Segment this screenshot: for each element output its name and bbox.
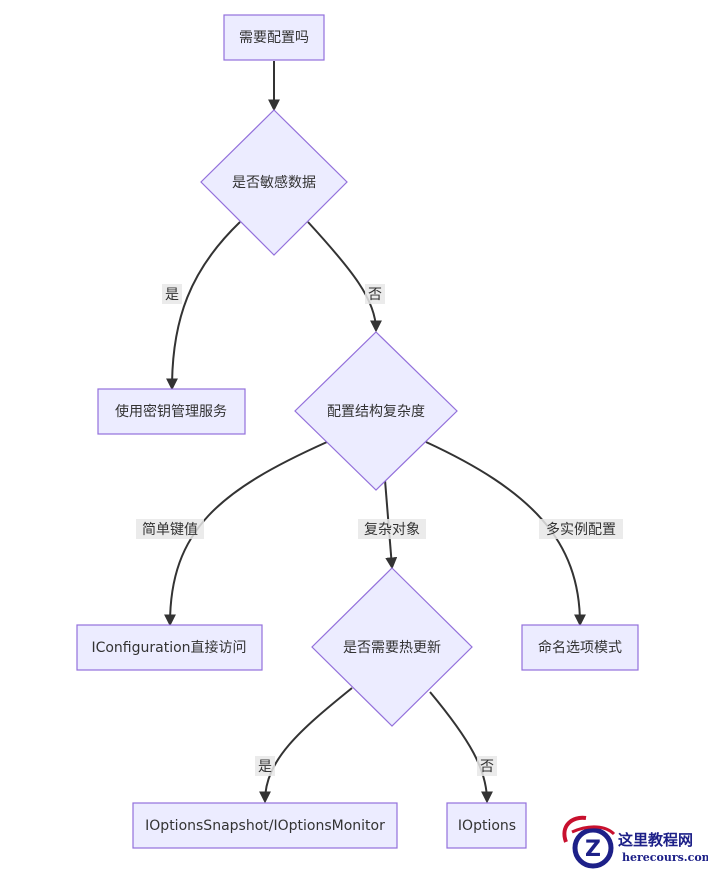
edge-label-text: 是 — [258, 759, 272, 775]
edge-label-text: 是 — [165, 287, 179, 303]
edge-hot-no — [429, 691, 493, 804]
edge-label-multi-instance: 多实例配置 — [539, 519, 623, 539]
edge-label-simple-kv: 简单键值 — [136, 519, 204, 539]
watermark-site-name: 这里教程网 — [618, 831, 693, 849]
edge-label-complex-object: 复杂对象 — [358, 519, 426, 539]
node-named-options: 命名选项模式 — [521, 624, 639, 671]
node-label: 是否敏感数据 — [232, 174, 316, 191]
edge-sensitive-yes — [166, 221, 241, 391]
edge-label-sensitive-yes: 是 — [162, 284, 182, 304]
node-label: IOptionsSnapshot/IOptionsMonitor — [145, 818, 385, 834]
node-label: 是否需要热更新 — [343, 640, 441, 656]
edge-label-sensitive-no: 否 — [365, 284, 385, 304]
node-label: 需要配置吗 — [239, 30, 309, 46]
edge-label-text: 复杂对象 — [364, 521, 420, 538]
edge-label-text: 否 — [480, 759, 494, 775]
node-ioptions: IOptions — [446, 802, 527, 849]
edge-sensitive-no — [307, 221, 382, 333]
node-ioptions-snapshot-monitor: IOptionsSnapshot/IOptionsMonitor — [132, 802, 398, 849]
node-is-sensitive: 是否敏感数据 — [200, 109, 348, 256]
edge-label-hot-no: 否 — [477, 756, 497, 776]
node-config-complexity: 配置结构复杂度 — [294, 331, 458, 491]
edge-label-text: 多实例配置 — [546, 521, 616, 538]
edge-label-text: 简单键值 — [142, 521, 198, 538]
edge-label-text: 否 — [368, 287, 382, 303]
node-need-hot-update: 是否需要热更新 — [311, 567, 473, 727]
edge-complexity-simple — [164, 441, 328, 627]
node-label: 命名选项模式 — [538, 639, 622, 656]
edge-labels: 是 否 简单键值 复杂对象 多实例配置 是 否 — [136, 284, 623, 776]
watermark-logo-letter: Z — [585, 837, 601, 862]
edge-hot-yes — [259, 687, 353, 804]
watermark-logo-icon: Z — [562, 815, 616, 869]
node-iconfiguration-direct: IConfiguration直接访问 — [76, 624, 263, 671]
node-label: 使用密钥管理服务 — [115, 403, 227, 420]
node-label: IOptions — [458, 818, 516, 834]
node-use-secret-service: 使用密钥管理服务 — [97, 388, 246, 435]
watermark-domain: herecours.com — [622, 851, 708, 864]
node-need-config: 需要配置吗 — [223, 14, 325, 61]
node-label: IConfiguration直接访问 — [91, 639, 246, 656]
watermark: Z 这里教程网 herecours.com — [562, 815, 708, 869]
edge-label-hot-yes: 是 — [255, 756, 275, 776]
nodes: 需要配置吗 是否敏感数据 使用密钥管理服务 配置结构复杂度 IConfigura… — [76, 14, 639, 849]
node-label: 配置结构复杂度 — [327, 403, 425, 420]
